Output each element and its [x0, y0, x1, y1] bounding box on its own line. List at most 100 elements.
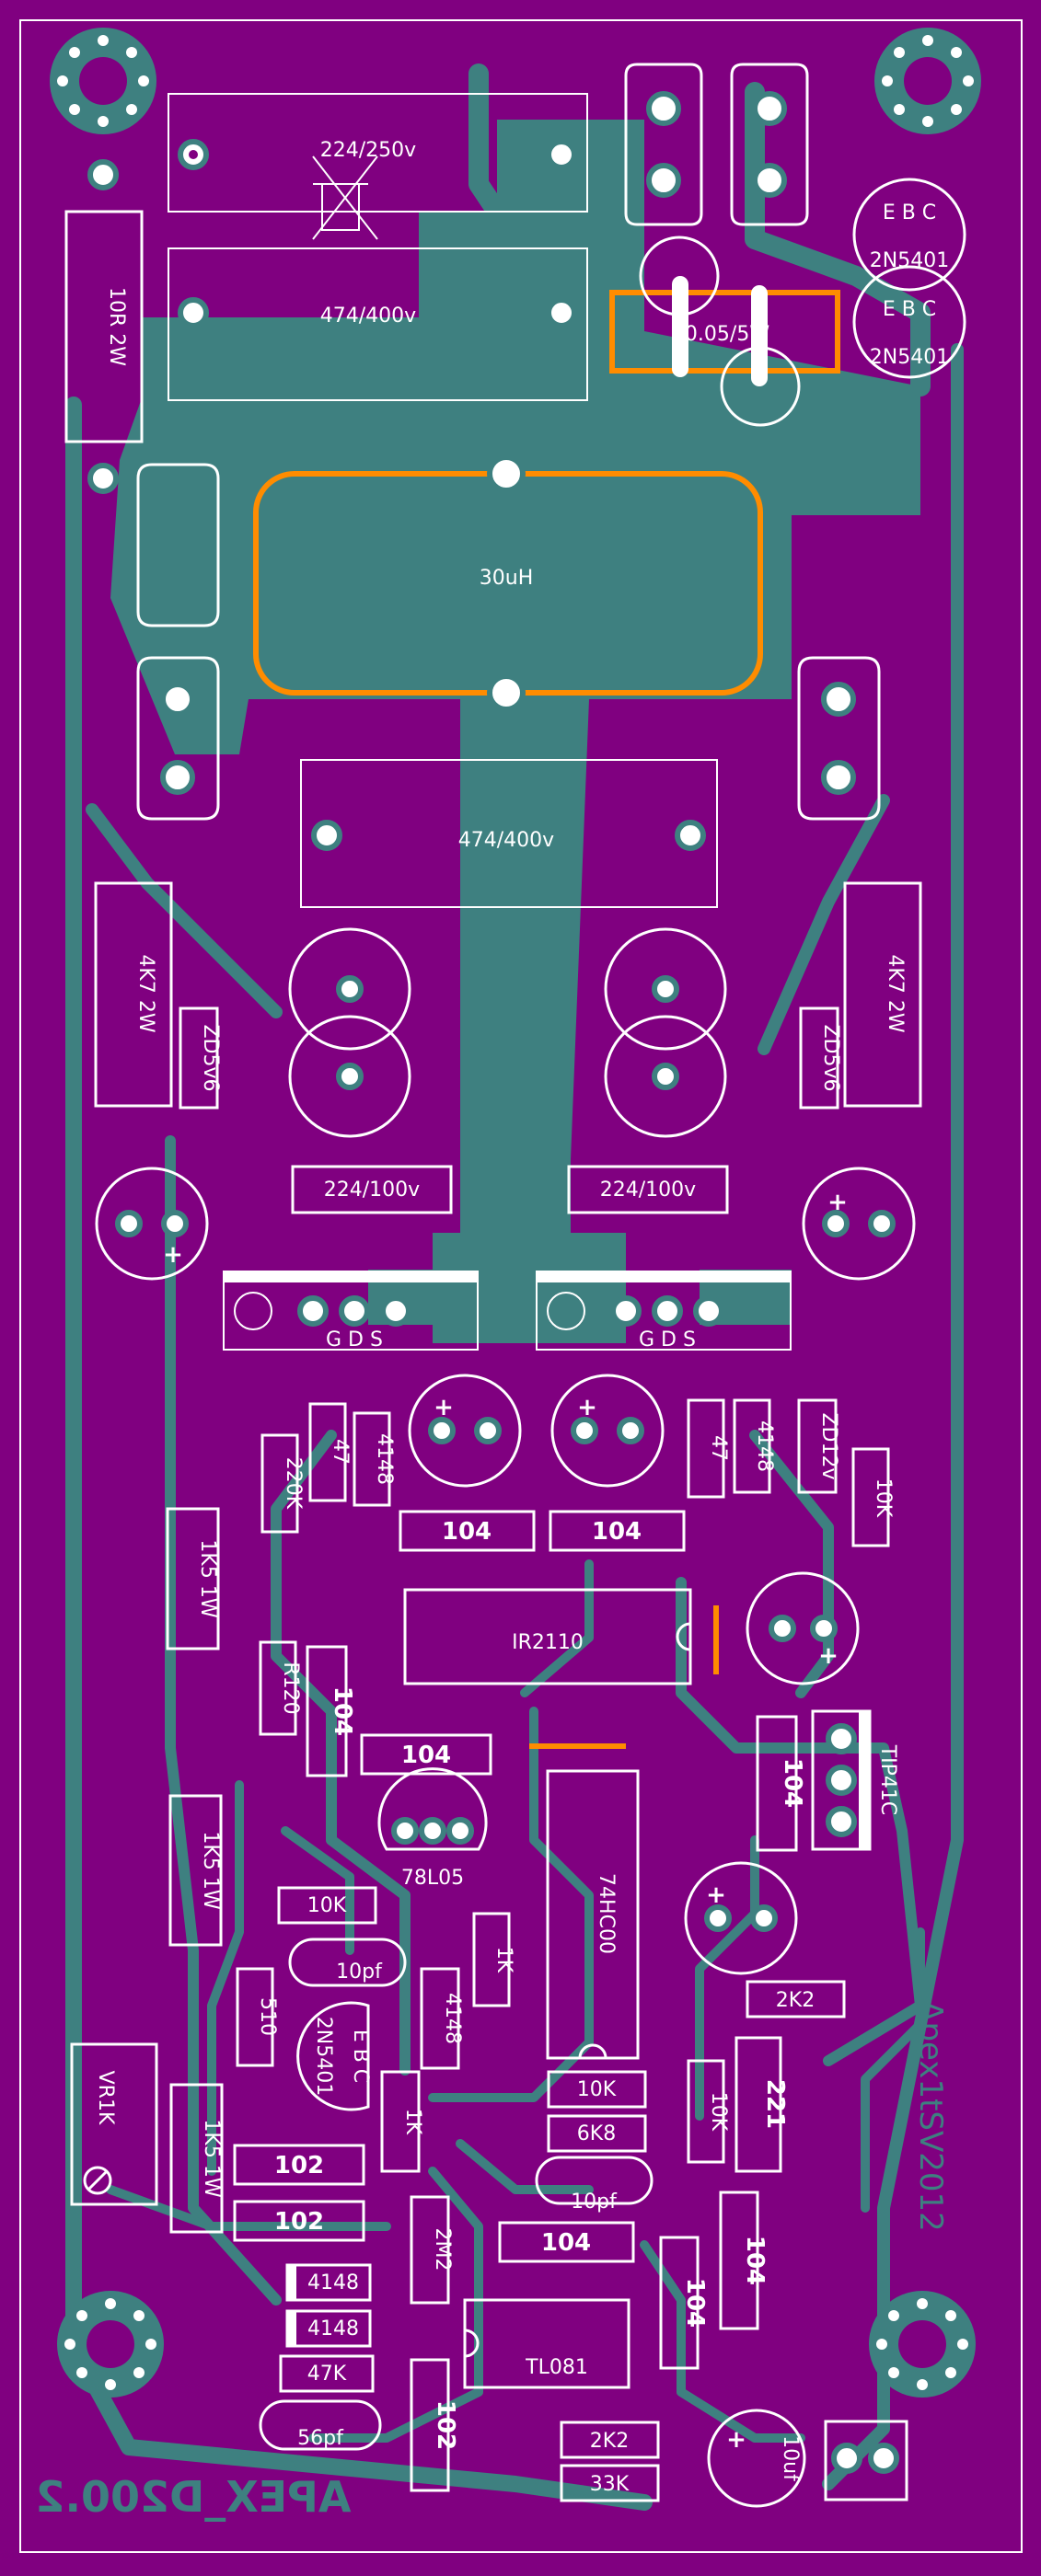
transistor-tip41c: TIP41C [811, 1709, 899, 1851]
c-104-h-label: 104 [741, 2236, 769, 2285]
board-name-label: APEX_D200.2 [36, 2472, 352, 2522]
connector-top-2 [730, 63, 809, 226]
connector-left-1 [136, 463, 220, 627]
cap-56pf: 56pf [259, 2399, 382, 2451]
c-10uf-label: 10uf [779, 2435, 802, 2482]
resistor-10r: 10R 2W [64, 159, 144, 494]
r-1k5-a-label: 1K5 1W [196, 1539, 219, 1617]
diode-4148-c: 4148 [285, 2263, 372, 2302]
plus-sign-icon: + [827, 1189, 848, 1216]
tip41c-label: TIP41C [876, 1744, 899, 1816]
r-10k-b-label: 10K [577, 2078, 617, 2101]
gds-right-label: G D S [639, 1328, 696, 1351]
resistor-2k2-a: 2K2 [746, 1980, 846, 2018]
connector-right-1 [797, 656, 881, 821]
resistor-1k-a: 1K [472, 1912, 515, 2007]
c-56pf-label: 56pf [297, 2427, 344, 2450]
q-mid-label: 2N5401 [312, 2017, 335, 2096]
r-1k-b-label: 1K [401, 2109, 424, 2135]
cap-102-c: 102 [410, 2358, 459, 2492]
r-10k-a-label: 10K [307, 1894, 347, 1917]
d-4148-d-label: 4148 [307, 2317, 359, 2340]
resistor-4k7-right: 4K7 2W [843, 881, 922, 1108]
resistor-47-left: 47 [308, 1402, 352, 1502]
c-102-c-label: 102 [432, 2400, 459, 2450]
gds-left-label: G D S [326, 1328, 383, 1351]
d-4148-right-label: 4148 [753, 1420, 776, 1472]
cap-224-250-label: 224/250v [320, 139, 416, 162]
cap-102-b: 102 [233, 2200, 365, 2242]
diode-4148-right: 4148 [733, 1398, 776, 1494]
c-104-f-label: 104 [541, 2229, 591, 2257]
resistor-10k-a: 10K [277, 1886, 377, 1925]
resistor-1k5-c: 1K5 1W [169, 2083, 224, 2234]
r-1k5-b-label: 1K5 1W [199, 1831, 222, 1909]
zd12-label: ZD12v [817, 1412, 840, 1479]
d-4148-left-label: 4148 [373, 1433, 396, 1485]
resistor-220k: 220K [260, 1433, 305, 1534]
r-r120-label: R120 [279, 1662, 302, 1714]
regulator-78l05: 78L05 [377, 1767, 488, 1890]
r-47-right-label: 47 [707, 1435, 730, 1461]
r-10k-c-label: 10K [707, 2092, 730, 2132]
d-4148-c-label: 4148 [307, 2271, 359, 2294]
zener-12v: ZD12v [797, 1398, 840, 1494]
c-102-b-label: 102 [274, 2208, 324, 2236]
zd-left-label: ZD5v6 [199, 1024, 222, 1091]
d-4148-b-label: 4148 [441, 1993, 464, 2044]
plus-sign-icon: + [163, 1241, 183, 1269]
r-510-label: 510 [256, 1997, 279, 2036]
diode-4148-left: 4148 [353, 1411, 396, 1507]
zener-5v6-right: ZD5v6 [799, 1006, 842, 1110]
cap-104-f: 104 [498, 2221, 635, 2263]
cap-224-100-left: 224/100v [291, 1165, 453, 1214]
cap-474-mid: 474/400v [300, 759, 718, 908]
cap-104-b: 104 [549, 1510, 686, 1552]
cap-224-100-left-label: 224/100v [324, 1179, 420, 1202]
ebc3-label: E B C [349, 2030, 372, 2083]
ic-tl081-label: TL081 [525, 2356, 588, 2379]
plus-sign-icon: + [818, 1642, 839, 1670]
r-2k2-a-label: 2K2 [776, 1989, 815, 2012]
resistor-10k-c: 10K [687, 2059, 730, 2164]
resistor-6k8: 6K8 [547, 2114, 647, 2153]
r-33k-label: 33K [590, 2473, 630, 2496]
resistor-47k: 47K [279, 2354, 375, 2393]
cap-224-100-right-label: 224/100v [600, 1179, 696, 1202]
resistor-r120: R120 [259, 1640, 302, 1736]
r-2m2-label: 2M2 [431, 2228, 454, 2271]
ic-74hc00: 74HC00 [529, 1743, 640, 2060]
reg-78l05-label: 78L05 [401, 1867, 464, 1890]
r-10k-right-label: 10K [872, 1478, 895, 1518]
shunt-resistor-0-05: 0.05/5W [609, 236, 840, 427]
ebc1-label: E B C [883, 201, 936, 224]
diode-4148-b: 4148 [420, 1967, 464, 2070]
cap-104-e: 104 [756, 1715, 806, 1852]
electrolytic-cap-driver-right: + [550, 1374, 665, 1488]
cap-10pf-b: 10pf [535, 2156, 654, 2214]
connector-input [824, 2420, 908, 2501]
plus-sign-icon: + [706, 1881, 726, 1909]
zener-5v6-left: ZD5v6 [179, 1006, 222, 1110]
connector-top-1 [624, 63, 703, 226]
r-47-left-label: 47 [329, 1439, 352, 1465]
board-outline [19, 19, 1023, 2553]
recycle-bin-icon [312, 155, 378, 240]
resistor-10k-right: 10K [851, 1447, 895, 1547]
cap-104-h: 104 [719, 2191, 769, 2330]
cap-10pf-a: 10pf [288, 1938, 407, 1987]
transistor-2n5401-top1: E B C 2N5401 [852, 178, 966, 292]
c-104-g-label: 104 [681, 2278, 709, 2328]
ic-ir2110-label: IR2110 [512, 1631, 584, 1654]
c-10pf-b-label: 10pf [571, 2191, 618, 2214]
cap-474-top: 474/400v [168, 247, 588, 401]
cap-221: 221 [734, 2036, 789, 2173]
resistor-1k5-b: 1K5 1W [168, 1794, 223, 1947]
connector-left-2 [136, 656, 220, 821]
transistor-2n5401-mid: E B C 2N5401 [296, 2001, 372, 2111]
shunt-label: 0.05/5W [685, 323, 769, 346]
cap-224-250: 224/250v [168, 93, 588, 213]
plus-sign-icon: + [726, 2426, 746, 2454]
zd-right-label: ZD5v6 [819, 1024, 842, 1091]
